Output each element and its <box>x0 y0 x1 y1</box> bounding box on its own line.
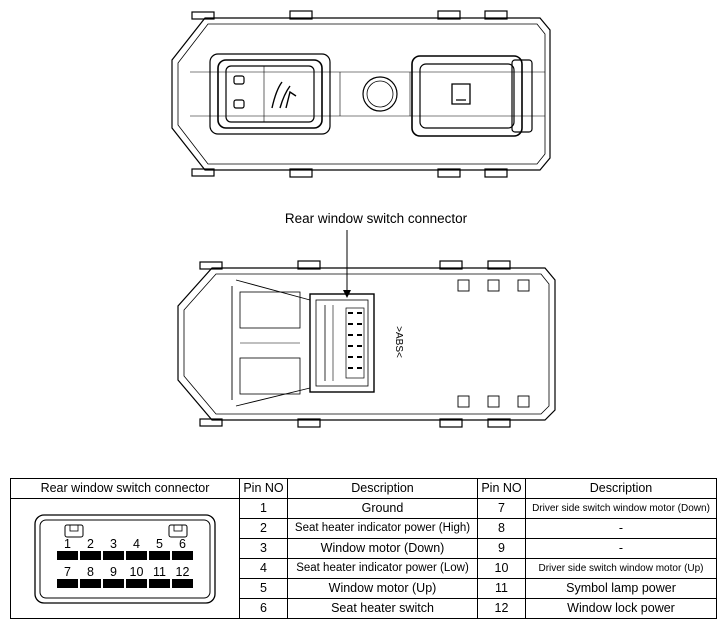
pin-number: 10 <box>477 558 526 579</box>
table-row: 4 Seat heater indicator power (Low) 10 D… <box>11 558 717 579</box>
table-row: 6 Seat heater switch 12 Window lock powe… <box>11 598 717 619</box>
pin-terminal <box>103 551 124 560</box>
header-description-right: Description <box>525 478 717 499</box>
pin-number: 8 <box>477 518 526 539</box>
pin-number: 6 <box>239 598 288 619</box>
pin-terminal <box>57 579 78 588</box>
table-row: 3 Window motor (Down) 9 - <box>11 538 717 559</box>
pin-number: 3 <box>239 538 288 559</box>
pin-description: Driver side switch window motor (Down) <box>525 498 717 519</box>
header-pin-no-left: Pin NO <box>239 478 288 499</box>
pin-description-table: Rear window switch connector Pin NO Desc… <box>10 478 717 619</box>
pin-terminal <box>126 551 147 560</box>
pin-terminal <box>103 579 124 588</box>
pin-terminal <box>172 579 193 588</box>
pin-label: 10 <box>130 565 144 579</box>
pin-label: 9 <box>110 565 117 579</box>
housing-marking: >ABS< <box>393 326 404 358</box>
pin-description: - <box>525 538 717 559</box>
pin-description: Symbol lamp power <box>525 578 717 599</box>
pin-number: 1 <box>239 498 288 519</box>
pin-terminal <box>57 551 78 560</box>
pin-number: 7 <box>477 498 526 519</box>
pin-terminal <box>149 579 170 588</box>
pin-description: Seat heater indicator power (Low) <box>287 558 478 579</box>
pin-label: 1 <box>64 537 71 551</box>
pin-number: 11 <box>477 578 526 599</box>
callout-label: Rear window switch connector <box>285 211 468 226</box>
pin-label: 11 <box>153 565 166 579</box>
pin-description: Seat heater switch <box>287 598 478 619</box>
pin-number: 5 <box>239 578 288 599</box>
pin-terminal <box>126 579 147 588</box>
pin-description: Window motor (Up) <box>287 578 478 599</box>
pin-number: 4 <box>239 558 288 579</box>
pin-terminal <box>149 551 170 560</box>
header-description-left: Description <box>287 478 478 499</box>
pin-number: 12 <box>477 598 526 619</box>
pin-description: Window motor (Down) <box>287 538 478 559</box>
pin-label: 6 <box>179 537 186 551</box>
pin-terminal <box>80 551 101 560</box>
table-row: 5 Window motor (Up) 11 Symbol lamp power <box>11 578 717 599</box>
pin-description: Driver side switch window motor (Up) <box>525 558 717 579</box>
table-header-row: Rear window switch connector Pin NO Desc… <box>10 478 717 499</box>
pin-terminal <box>80 579 101 588</box>
pin-label: 4 <box>133 537 140 551</box>
pin-label: 8 <box>87 565 94 579</box>
header-pin-no-right: Pin NO <box>477 478 526 499</box>
header-connector: Rear window switch connector <box>10 478 240 499</box>
pin-number: 9 <box>477 538 526 559</box>
pin-description: Window lock power <box>525 598 717 619</box>
switch-drawings: Rear window switch connector <box>171 10 556 428</box>
pin-number: 2 <box>239 518 288 539</box>
pin-label: 12 <box>176 565 190 579</box>
table-row: 2 Seat heater indicator power (High) 8 - <box>11 518 717 539</box>
pin-description: Ground <box>287 498 478 519</box>
pin-description: - <box>525 518 717 539</box>
pin-label: 2 <box>87 537 94 551</box>
pin-terminal <box>172 551 193 560</box>
switch-bottom-view <box>177 260 556 428</box>
pin-label: 5 <box>156 537 163 551</box>
pin-label: 7 <box>64 565 71 579</box>
switch-top-view <box>171 10 551 178</box>
connector-pin-marks <box>348 312 362 369</box>
pin-description: Seat heater indicator power (High) <box>287 518 478 539</box>
pin-label: 3 <box>110 537 117 551</box>
